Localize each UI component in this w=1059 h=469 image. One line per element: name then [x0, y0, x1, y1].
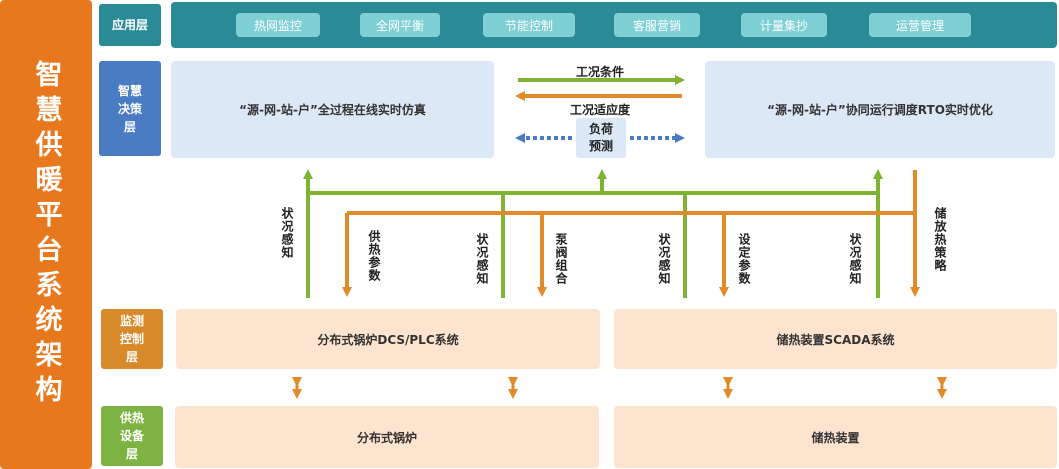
load-forecast-box: 负荷预测 [576, 118, 626, 158]
load-forecast-text: 负荷预测 [588, 122, 613, 153]
label-sense-3: 状况感知 [657, 233, 671, 285]
monitoring-right-panel: 储热装置SCADA系统 [614, 309, 1057, 369]
layer-label-decision: 智慧决策层 [99, 61, 161, 156]
adaptability-arrow-label: 工况适应度 [569, 103, 630, 117]
label-sense-2: 状况感知 [475, 233, 489, 285]
label-pump-valve: 泵阀组合 [554, 233, 568, 285]
decision-right-panel: “源-网-站-户”协同运行调度RTO实时优化 [705, 61, 1055, 158]
page-title: 智慧供暖平台系统架构 [30, 59, 62, 410]
label-supply-params: 供热参数 [367, 230, 381, 282]
app-item-operations-management[interactable]: 运营管理 [869, 13, 971, 37]
decision-left-panel: “源-网-站-户”全过程在线实时仿真 [171, 61, 494, 158]
layer-label-application: 应用层 [99, 4, 161, 46]
decision-left-panel-text: “源-网-站-户”全过程在线实时仿真 [239, 103, 426, 117]
layer-label-decision-text: 智慧决策层 [117, 83, 142, 134]
label-sense-4: 状况感知 [848, 233, 862, 285]
monitoring-left-panel: 分布式锅炉DCS/PLC系统 [176, 309, 600, 369]
equipment-left-panel-text: 分布式锅炉 [356, 430, 417, 445]
app-item-network-balance[interactable]: 全网平衡 [360, 13, 440, 37]
label-sense-1: 状况感知 [280, 207, 294, 259]
label-set-params: 设定参数 [737, 233, 751, 285]
app-item-heat-network-monitoring[interactable]: 热网监控 [236, 13, 320, 37]
title-banner [0, 0, 92, 469]
equipment-left-panel: 分布式锅炉 [175, 406, 599, 468]
label-storage-strategy: 储放热策略 [933, 207, 947, 272]
monitoring-left-panel-text: 分布式锅炉DCS/PLC系统 [317, 332, 459, 347]
app-item-customer-marketing[interactable]: 客服营销 [614, 13, 700, 37]
app-item-energy-saving-control[interactable]: 节能控制 [483, 13, 575, 37]
layer-label-monitoring-text: 监测控制层 [119, 314, 144, 364]
double-arrows [292, 377, 947, 399]
layer-label-monitoring: 监测控制层 [101, 309, 163, 369]
equipment-right-panel: 储热装置 [614, 406, 1057, 468]
condition-arrow-label: 工况条件 [575, 65, 624, 79]
layer-label-equipment-text: 供热设备层 [119, 411, 144, 461]
layer-label-equipment: 供热设备层 [101, 406, 163, 466]
equipment-right-panel-text: 储热装置 [811, 430, 860, 445]
app-item-metering[interactable]: 计量集抄 [741, 13, 827, 37]
decision-right-panel-text: “源-网-站-户”协同运行调度RTO实时优化 [767, 103, 993, 117]
monitoring-right-panel-text: 储热装置SCADA系统 [776, 332, 895, 347]
